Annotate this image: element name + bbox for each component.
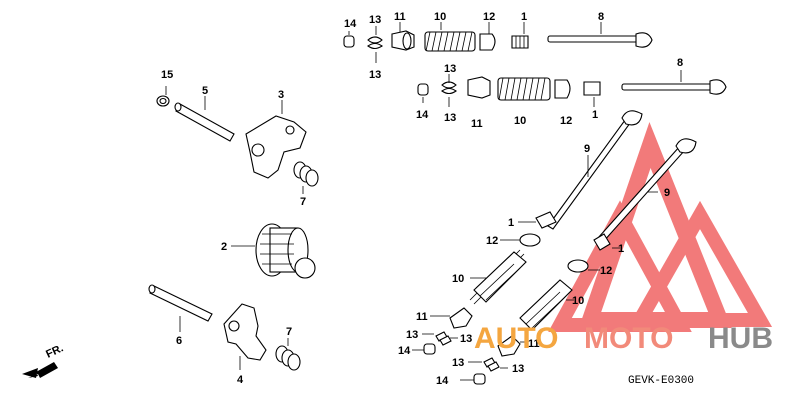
top-row-parts: [343, 22, 653, 63]
label-8-top: 8: [598, 11, 604, 23]
part-10-spring-c: [469, 249, 527, 305]
label-13-top-b: 13: [369, 69, 381, 81]
part-11-retainer-b: [467, 76, 491, 99]
label-13-top-a: 13: [369, 14, 381, 26]
part-7-spring-upper: [293, 161, 319, 187]
label-1-mid: 1: [592, 109, 598, 121]
part-4-rocker-arm: [223, 303, 267, 361]
label-7-upper: 7: [300, 196, 306, 208]
watermark-moto: MOTO: [584, 322, 673, 355]
front-direction-arrow: [22, 362, 58, 378]
part-10-spring-b: [497, 77, 551, 101]
label-8-mid: 8: [677, 57, 683, 69]
part-7-spring-lower: [275, 345, 301, 371]
part-14-cotter-b: [417, 83, 429, 96]
part-13-cotter-top: [367, 36, 383, 44]
part-13-cotter-b1: [441, 81, 457, 89]
part-12-seat: [479, 33, 496, 51]
part-13-cotter-b2: [441, 87, 457, 95]
part-1-seal-d: [593, 233, 611, 251]
label-10-diag-b: 10: [572, 295, 584, 307]
part-10-spring-d: [519, 279, 573, 331]
label-13-diag-c: 13: [452, 357, 464, 369]
part-12-seat-d: [567, 259, 589, 273]
label-15: 15: [161, 69, 173, 81]
label-12-diag-b: 12: [600, 265, 612, 277]
part-2-camshaft: [255, 223, 316, 279]
label-12-mid: 12: [560, 115, 572, 127]
label-7-lower: 7: [286, 326, 292, 338]
label-14-top: 14: [344, 18, 357, 30]
label-12-top: 12: [483, 11, 495, 23]
label-14-diag-a: 14: [398, 345, 411, 357]
part-3-rocker-arm: [245, 115, 307, 179]
part-6-rocker-shaft: [148, 284, 213, 322]
label-4: 4: [237, 374, 244, 386]
part-14-cotter: [343, 35, 355, 48]
label-9-left: 9: [584, 143, 590, 155]
part-1-seal-c: [535, 211, 557, 229]
second-row-parts: [417, 70, 727, 107]
label-11-mid: 11: [471, 118, 483, 130]
label-14-mid: 14: [416, 109, 429, 121]
part-11-retainer-c: [449, 307, 473, 329]
label-1-diag-b: 1: [618, 243, 624, 255]
part-12-seat-b: [554, 79, 571, 99]
label-13-diag-b: 13: [460, 333, 472, 345]
part-8-valve-top: [547, 32, 653, 48]
label-14-diag-b: 14: [436, 375, 449, 387]
label-1-diag-a: 1: [508, 217, 514, 229]
label-1-top: 1: [521, 11, 527, 23]
part-12-seat-c: [519, 233, 541, 247]
label-9-right: 9: [664, 187, 670, 199]
label-6: 6: [176, 335, 182, 347]
label-11-diag-a: 11: [416, 311, 428, 323]
label-13-diag-d: 13: [512, 363, 524, 375]
label-11-top: 11: [394, 11, 406, 23]
label-2: 2: [221, 241, 227, 253]
label-10-diag-a: 10: [452, 273, 464, 285]
label-13-mid-b: 13: [444, 112, 456, 124]
part-9-valve-left: [547, 110, 643, 230]
label-3: 3: [278, 89, 284, 101]
part-14-cotter-d: [473, 373, 486, 385]
label-13-diag-a: 13: [406, 329, 418, 341]
watermark-auto: AUTO: [474, 322, 558, 355]
part-10-spring: [424, 31, 476, 52]
part-14-cotter-c: [423, 343, 436, 355]
part-5-rocker-shaft: [174, 102, 235, 142]
label-10-top: 10: [434, 11, 446, 23]
label-11-diag-b: 11: [528, 338, 540, 350]
watermark-hub: HUB: [708, 322, 773, 355]
watermark-logo-text: AUTO MOTO HUB: [474, 322, 773, 355]
part-8-valve-b: [621, 79, 727, 95]
label-12-diag-a: 12: [486, 235, 498, 247]
label-front-direction: FR.: [44, 342, 65, 360]
part-1-seal-b: [583, 81, 601, 96]
label-10-mid: 10: [514, 115, 526, 127]
diagram-code: GEVK-E0300: [628, 375, 694, 387]
part-13-cotter-bottom: [367, 42, 383, 50]
label-5: 5: [202, 85, 208, 97]
part-11-retainer-d: [497, 335, 521, 357]
label-13-mid-a: 13: [444, 63, 456, 75]
